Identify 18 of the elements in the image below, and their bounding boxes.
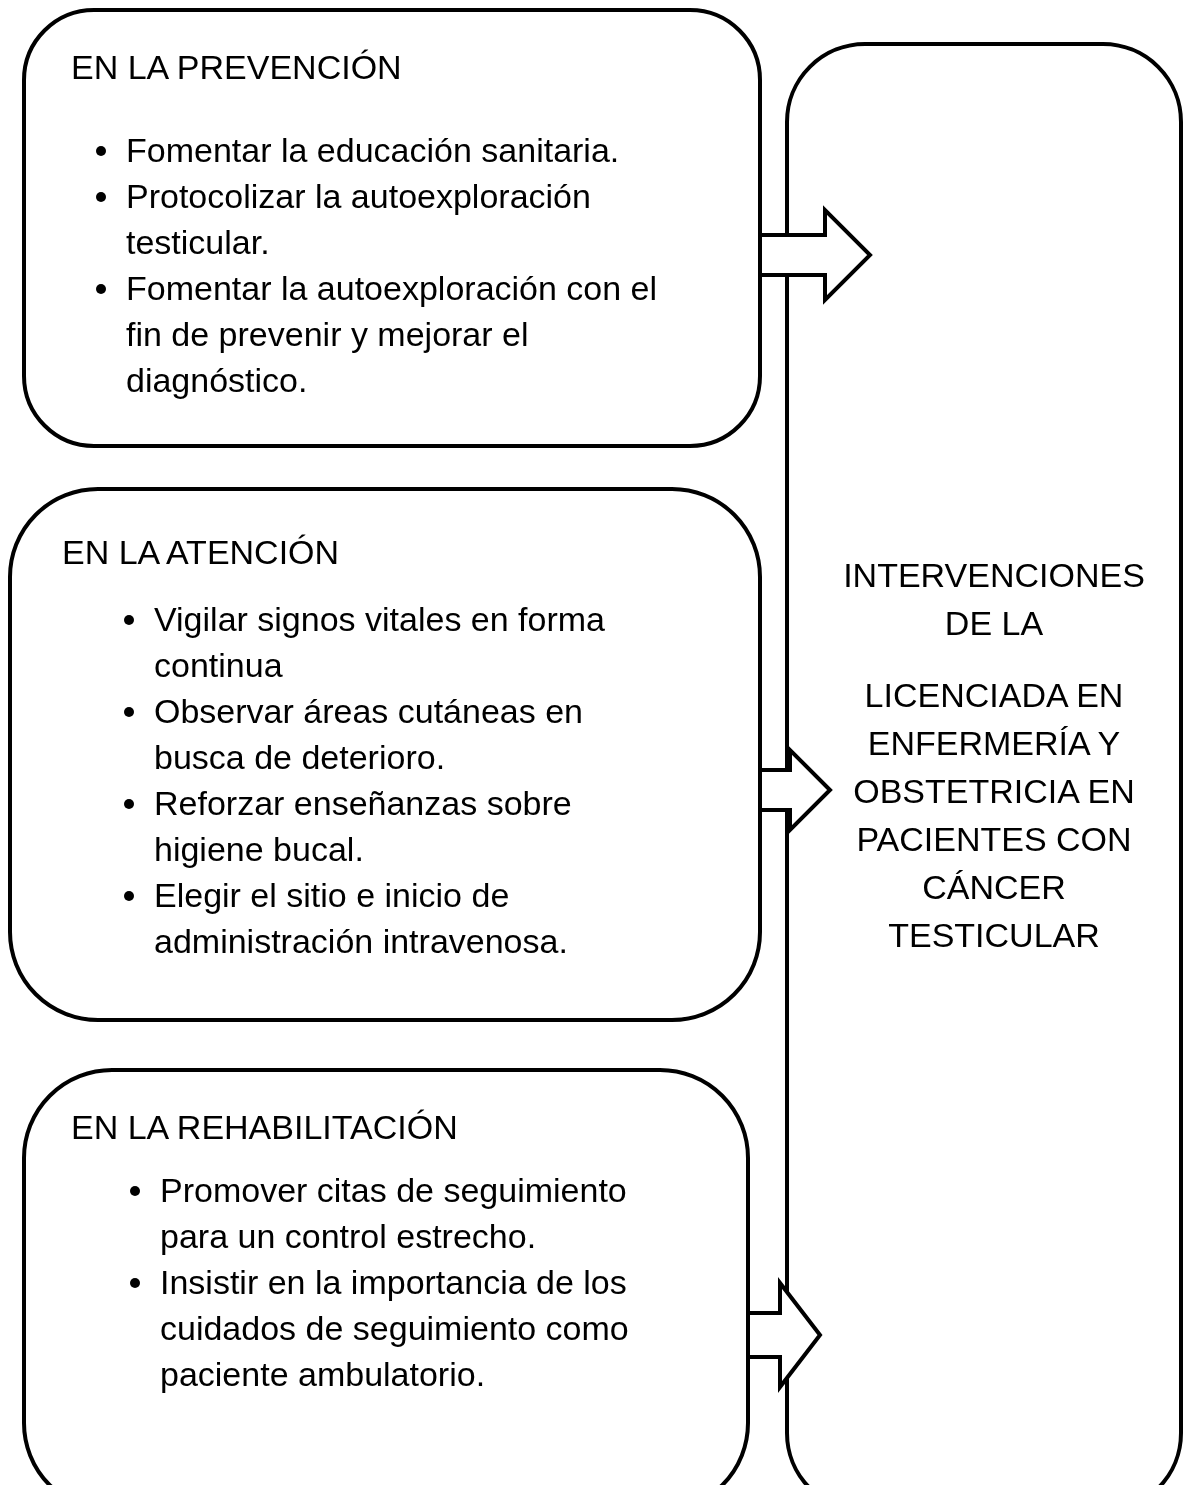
- title-box: [785, 42, 1183, 1485]
- bullet-item: Observar áreas cutáneas en busca de deterioro.: [154, 692, 584, 776]
- section-heading: EN LA REHABILITACIÓN: [71, 1108, 458, 1147]
- bullet-item: Protocolizar la autoexploración testicular.: [126, 177, 591, 261]
- bullet-item: Elegir el sitio e inicio de administración intravenosa.: [154, 876, 568, 960]
- section-box: [22, 1068, 750, 1485]
- bullet-item: Reforzar enseñanzas sobre higiene bucal.: [154, 784, 572, 868]
- bullet-item: Promover citas de seguimiento para un control estrecho.: [160, 1171, 627, 1255]
- bullet-item: Vigilar signos vitales en forma continua: [154, 600, 606, 684]
- bullet-item: Insistir en la importancia de los cuidados de seguimiento como paciente ambulatorio.: [160, 1263, 629, 1393]
- bullet-item: Fomentar la educación sanitaria.: [126, 131, 620, 169]
- section-box: [22, 8, 762, 448]
- section-box: [8, 487, 762, 1022]
- bullet-item: Fomentar la autoexploración con el fin de prevenir y mejorar el diagnóstico.: [126, 269, 658, 399]
- title-text: INTERVENCIONES DE LA: [842, 555, 1146, 644]
- section-heading: EN LA ATENCIÓN: [62, 533, 340, 572]
- section-heading: EN LA PREVENCIÓN: [71, 48, 402, 87]
- title-text: LICENCIADA EN ENFERMERÍA Y OBSTETRICIA EN PACIENTES CON CÁNCER TESTICULAR: [852, 675, 1136, 956]
